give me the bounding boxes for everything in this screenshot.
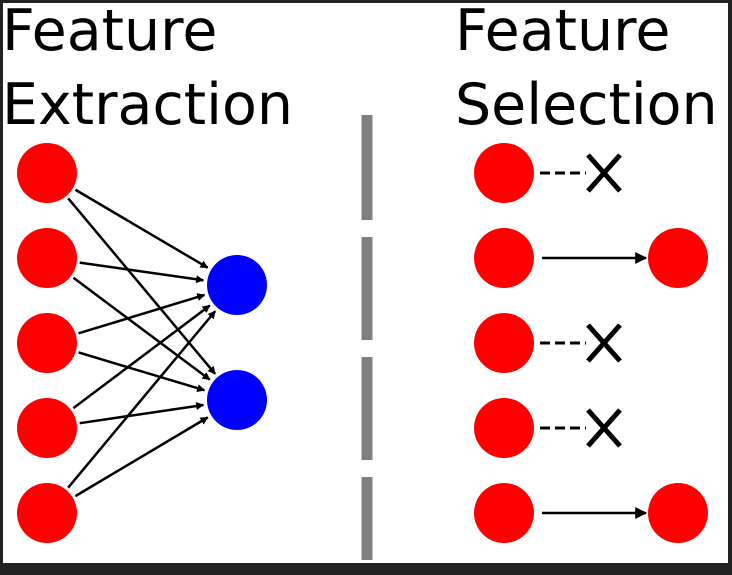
extraction-title-line2: Extraction	[2, 72, 293, 138]
extraction-arrow	[78, 293, 206, 335]
input-feature-node	[17, 483, 77, 543]
rejected-x-icon	[586, 153, 622, 193]
extraction-title-line1: Feature	[2, 0, 217, 64]
extraction-arrow	[78, 351, 206, 392]
candidate-feature-node	[474, 313, 534, 373]
extracted-feature-node	[207, 370, 267, 430]
rejected-x-icon	[586, 408, 622, 448]
extraction-nodes	[17, 143, 267, 543]
selected-feature-node	[648, 228, 708, 288]
input-feature-node	[17, 143, 77, 203]
selection-rows	[474, 143, 708, 543]
extraction-arrow	[72, 276, 211, 381]
input-feature-node	[17, 398, 77, 458]
selection-title-line1: Feature	[455, 0, 670, 64]
rejected-x-icon	[586, 323, 622, 363]
extraction-arrow	[74, 416, 209, 498]
candidate-feature-node	[474, 143, 534, 203]
extraction-arrows	[67, 188, 217, 498]
extraction-arrow	[79, 402, 205, 425]
extraction-arrow	[67, 310, 217, 489]
extracted-feature-node	[207, 255, 267, 315]
candidate-feature-node	[474, 228, 534, 288]
input-feature-node	[17, 313, 77, 373]
extraction-arrow	[74, 188, 209, 269]
selection-title-line2: Selection	[455, 72, 718, 138]
extraction-arrow	[79, 261, 205, 284]
extraction-arrow	[67, 197, 217, 375]
extraction-arrow	[72, 304, 211, 410]
selected-feature-node	[648, 483, 708, 543]
candidate-feature-node	[474, 483, 534, 543]
input-feature-node	[17, 228, 77, 288]
candidate-feature-node	[474, 398, 534, 458]
